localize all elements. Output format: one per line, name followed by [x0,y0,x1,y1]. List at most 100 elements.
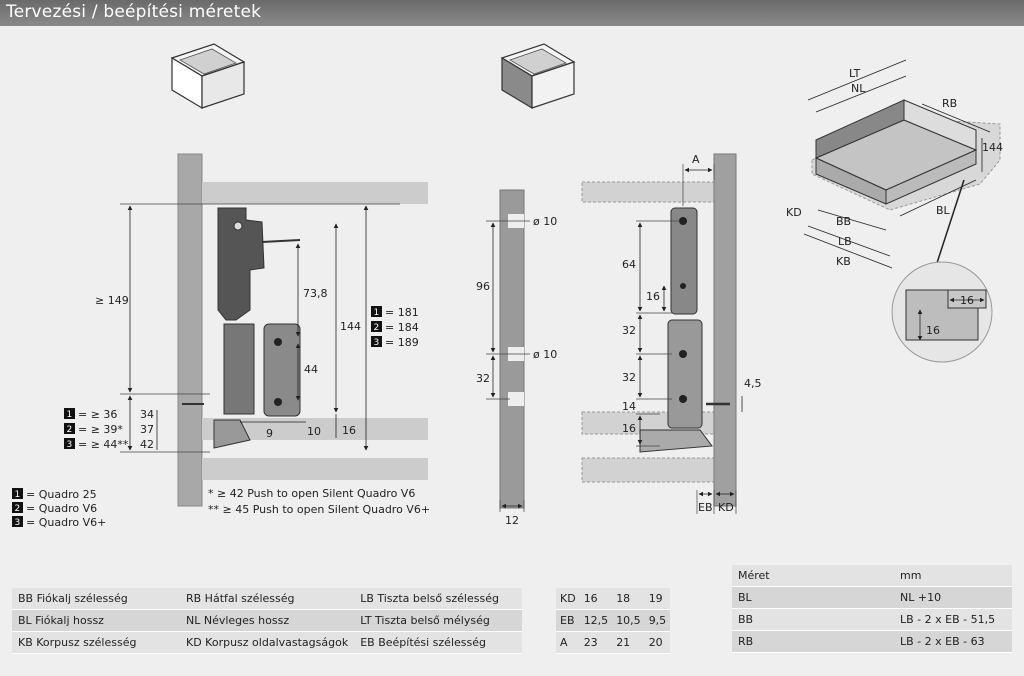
eb-label: EB [698,501,713,514]
table-row: KD 16 18 19 [556,588,671,610]
table-header-row: Méret mm [732,565,1012,587]
size-cell: RB [732,630,894,653]
total-badge-1: 1 [374,308,380,318]
kd-cell: 9,5 [644,609,671,632]
legend-cell: BL Fiókalj hossz [12,609,180,632]
table-row: BL Fiókalj hossz NL Névleges hossz LT Ti… [12,609,523,632]
iso-bl-label: BL [936,204,951,217]
dim-16a-label: 16 [646,290,660,303]
hole-pattern-drawing [486,189,530,512]
front-section-drawing [120,153,428,507]
legend-cell: KB Korpusz szélesség [12,631,180,654]
iso-kd-label: KD [786,206,802,219]
dim-9-label: 9 [266,427,273,440]
table-row: KB Korpusz szélesség KD Korpusz oldalvas… [12,631,523,654]
table-row: EB 12,5 10,5 9,5 [556,609,671,632]
type-3: = Quadro V6+ [26,516,106,529]
dim-44-label: 44 [304,363,318,376]
height-requirements: 1 = ≥ 36 34 2 = ≥ 39* 37 3 = ≥ 44** 42 [64,408,154,451]
dim-73-8-label: 73,8 [303,287,328,300]
kd-cell: 18 [612,588,645,610]
table-row: BB Fiókalj szélesség RB Hátfal szélesség… [12,588,523,610]
iso-lb-label: LB [838,235,852,248]
dim-16-label: 16 [342,424,356,437]
detail-16-side: 16 [926,324,940,337]
iso-rb-label: RB [942,97,957,110]
height-val-1: 34 [140,408,154,421]
note-1: * ≥ 42 Push to open Silent Quadro V6 [208,487,415,500]
badge-1: 1 [67,410,73,420]
dim-14-label: 14 [622,400,636,413]
size-cell: BL [732,586,894,609]
size-formula-table: Méret mm BL NL +10 BB LB - 2 x EB - 51,5… [732,565,1012,653]
type-1: = Quadro 25 [26,488,97,501]
title-bar: Tervezési / beépítési méretek [0,0,1024,26]
legend-cell: NL Névleges hossz [180,609,355,632]
kd-cell: 12,5 [579,609,613,632]
dim-64-label: 64 [622,258,636,271]
legend-cell: EB Beépítési szélesség [354,631,523,654]
table-row: BB LB - 2 x EB - 51,5 [732,608,1012,631]
kd-cell: 10,5 [612,609,645,632]
hole-top-label: ø 10 [533,215,557,228]
dim-4-5-label: 4,5 [744,377,762,390]
table-row: BL NL +10 [732,586,1012,609]
type-badge-3: 3 [15,518,21,528]
iso-lt-label: LT [849,67,861,80]
kd-label: KD [718,501,734,514]
size-cell: NL +10 [894,586,1012,609]
legend-cell: BB Fiókalj szélesség [12,588,180,610]
dim-A-label: A [692,153,700,166]
dim-32-label: 32 [476,372,490,385]
legend-cell: RB Hátfal szélesség [180,588,355,610]
height-val-3: 42 [140,438,154,451]
note-2: ** ≥ 45 Push to open Silent Quadro V6+ [208,503,430,516]
kd-eb-a-table: KD 16 18 19 EB 12,5 10,5 9,5 A 23 21 20 [556,588,671,654]
type-legend: 1 = Quadro 25 2 = Quadro V6 3 = Quadro V… [12,488,106,529]
iso-nl-label: NL [851,82,866,95]
kd-cell: 19 [644,588,671,610]
iso-kb-label: KB [836,255,851,268]
type-badge-1: 1 [15,490,21,500]
height-val-2: 37 [140,423,154,436]
type-badge-2: 2 [15,504,21,514]
kd-cell: 23 [579,631,613,654]
kd-cell: 21 [612,631,645,654]
hole-bottom-label: ø 10 [533,348,557,361]
kd-cell: EB [556,609,580,632]
total-heights: 1 = 181 2 = 184 3 = 189 [371,306,419,349]
dim-32a-label: 32 [622,324,636,337]
legend-cell: LT Tiszta belső mélység [354,609,523,632]
height-req-1: = ≥ 36 [78,408,117,421]
height-req-3: = ≥ 44** [78,438,129,451]
size-header-cell: Méret [732,565,894,587]
drawer-icon-front [170,43,246,110]
total-badge-2: 2 [374,323,380,333]
table-row: A 23 21 20 [556,631,671,654]
kd-cell: KD [556,588,580,610]
drawer-icon-side [500,43,576,110]
technical-drawing: ≥ 149 73,8 144 44 9 10 16 1 = ≥ 36 34 2 … [12,43,1003,529]
legend-cell: KD Korpusz oldalvastagságok [180,631,355,654]
dim-96-label: 96 [476,280,490,293]
total-1: = 181 [385,306,419,319]
total-badge-3: 3 [374,338,380,348]
size-header-cell: mm [894,565,1012,587]
badge-3: 3 [67,440,73,450]
page-title: Tervezési / beépítési méretek [6,2,262,22]
kd-cell: 20 [644,631,671,654]
total-3: = 189 [385,336,419,349]
badge-2: 2 [67,425,73,435]
kd-cell: A [556,631,580,654]
total-2: = 184 [385,321,419,334]
kd-cell: 16 [579,588,613,610]
isometric-drawer [803,59,1001,363]
dim-10-label: 10 [307,425,321,438]
detail-16-top: 16 [960,294,974,307]
dim-32b-label: 32 [622,371,636,384]
dim-144-label: 144 [340,320,361,333]
dim-12-label: 12 [505,514,519,527]
size-cell: BB [732,608,894,631]
legend-cell: LB Tiszta belső szélesség [354,588,523,610]
table-row: RB LB - 2 x EB - 63 [732,630,1012,653]
